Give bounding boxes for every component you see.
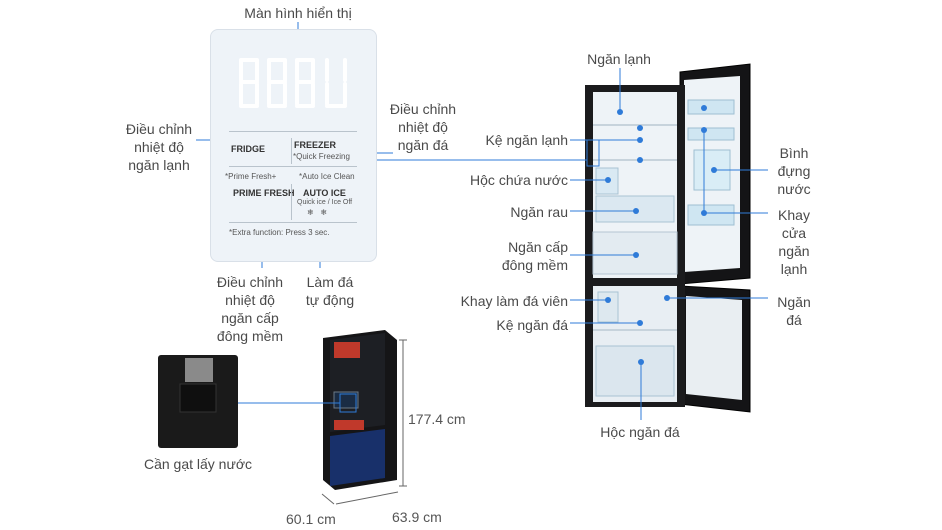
auto-ice-clean-note: *Auto Ice Clean xyxy=(299,172,355,181)
dimension-lines xyxy=(321,339,407,505)
freezer-drawer xyxy=(595,345,675,397)
callout-dot xyxy=(711,167,717,173)
depth-line xyxy=(335,491,399,505)
khay-cua-ngan-lanh-label: Khay cửa ngăn lạnh xyxy=(778,207,810,277)
ice-tray xyxy=(597,291,619,323)
door-bin-3 xyxy=(687,204,735,226)
callout-dot xyxy=(637,125,643,131)
callout-dot xyxy=(605,177,611,183)
open-fridge-illustration xyxy=(585,63,751,413)
dispenser-label: Cần gạt lấy nước xyxy=(143,456,253,472)
width-line xyxy=(321,493,335,505)
prime-fresh-adjust-label: Điều chỉnh nhiệt độ ngăn cấp đông mềm xyxy=(216,274,284,344)
ngan-cap-dong-mem-label: Ngăn cấp đông mềm xyxy=(501,239,568,273)
width-dimension: 60.1 cm xyxy=(286,511,336,527)
callout-dot xyxy=(664,295,670,301)
panel-divider xyxy=(229,131,357,132)
fridge-adjust-label: Điều chỉnh nhiệt độ ngăn lạnh xyxy=(125,121,193,173)
callout-dot xyxy=(637,320,643,326)
dispenser-outlet xyxy=(179,383,217,413)
front-label xyxy=(334,420,364,430)
hoc-chua-nuoc-label: Hộc chứa nước xyxy=(470,172,568,188)
closed-fridge-illustration xyxy=(323,330,397,490)
bottom-door-inner xyxy=(686,296,742,400)
freezer-adjust-label: Điều chỉnh nhiệt độ ngăn đá xyxy=(389,101,457,153)
control-panel: FRIDGE FREEZER *Quick Freezing *Prime Fr… xyxy=(210,29,377,262)
freezer-button[interactable]: FREEZER xyxy=(294,140,337,150)
ice-mode-note: Quick ice / Ice Off xyxy=(297,199,353,206)
ke-ngan-da-label: Kệ ngăn đá xyxy=(496,317,568,333)
ngan-lanh-label: Ngăn lạnh xyxy=(587,51,651,67)
fridge-button[interactable]: FRIDGE xyxy=(231,144,266,154)
hoc-ngan-da-label: Hộc ngăn đá xyxy=(600,424,680,440)
callout-dot xyxy=(605,297,611,303)
callout-dot xyxy=(638,359,644,365)
closed-bottom-door xyxy=(330,429,385,486)
button-separator xyxy=(291,184,292,220)
callout-dot xyxy=(701,127,707,133)
callout-dot xyxy=(701,210,707,216)
display-label: Màn hình hiển thị xyxy=(244,5,352,21)
energy-sticker xyxy=(334,342,360,358)
callout-dot xyxy=(637,137,643,143)
extra-function-note: *Extra function: Press 3 sec. xyxy=(229,228,330,237)
ngan-da-label: Ngăn đá xyxy=(777,294,811,328)
auto-ice-button[interactable]: AUTO ICE xyxy=(303,188,346,198)
prime-fresh-button[interactable]: PRIME FRESH xyxy=(233,188,295,198)
prime-fresh-note: *Prime Fresh+ xyxy=(225,172,277,181)
panel-divider xyxy=(229,222,357,223)
callout-dots xyxy=(605,105,717,365)
ngan-rau-label: Ngăn rau xyxy=(510,204,568,220)
dispenser-lever xyxy=(185,358,213,382)
khay-lam-da-vien-label: Khay làm đá viên xyxy=(460,293,568,309)
seven-segment-display xyxy=(239,58,347,108)
callout-dot xyxy=(701,105,707,111)
depth-dimension: 63.9 cm xyxy=(392,509,442,525)
callout-dot xyxy=(633,252,639,258)
callout-dot xyxy=(637,157,643,163)
callout-dot xyxy=(617,109,623,115)
auto-ice-label: Làm đá tự động xyxy=(305,274,355,308)
door-bin-1 xyxy=(687,99,735,115)
ke-ngan-lanh-label: Kệ ngăn lạnh xyxy=(485,132,568,148)
panel-divider xyxy=(229,166,357,167)
binh-dung-nuoc-label: Bình đựng nước xyxy=(777,145,811,197)
height-dimension: 177.4 cm xyxy=(408,411,466,427)
ice-icon: ❄ ❄ xyxy=(307,208,328,217)
quick-freezing-note: *Quick Freezing xyxy=(293,152,350,161)
dispenser-illustration xyxy=(158,355,238,448)
callout-dot xyxy=(633,208,639,214)
button-separator xyxy=(291,138,292,164)
door-bin-2 xyxy=(687,127,735,141)
